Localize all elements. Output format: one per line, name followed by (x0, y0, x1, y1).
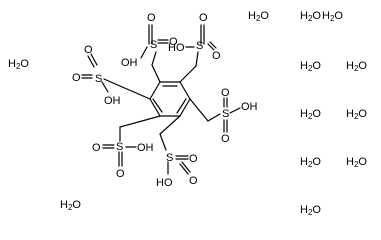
subscript: 2 (255, 14, 261, 23)
water-molecule: H2O (300, 108, 321, 121)
water-molecule: H2O (8, 58, 29, 71)
water-molecule: H2O (346, 108, 367, 121)
water-molecule: H2O (346, 60, 367, 73)
molecule-structure: S O O OH S O O HO S (72, 12, 258, 189)
hydrogen-symbol: H (300, 108, 308, 120)
subscript: 2 (353, 160, 359, 169)
oxygen-symbol: O (312, 60, 321, 72)
oxygen-symbol: O (358, 108, 367, 120)
hydroxyl-label: HO (156, 177, 173, 189)
hydrogen-symbol: H (300, 60, 308, 72)
sulfonyl-bottom-left: S O O OH (92, 115, 161, 180)
sulfur-label: S (116, 141, 123, 153)
subscript: 2 (67, 203, 73, 212)
structure-canvas: S O O OH S O O HO S (8, 10, 367, 217)
sulfonyl-bottom-right: S O O HO (156, 115, 198, 189)
water-molecule: H2O (248, 10, 269, 23)
sulfur-label: S (222, 108, 229, 120)
oxygen-label: O (72, 72, 81, 84)
oxygen-symbol: O (260, 10, 269, 22)
subscript: 2 (307, 160, 313, 169)
hydrogen-symbol: H (346, 60, 354, 72)
hydroxyl-label: HO (168, 42, 185, 54)
sulfonyl-right: S O O OH (189, 87, 258, 145)
water-molecule: H2O (322, 10, 343, 23)
water-molecule: H2O (60, 199, 81, 212)
sulfonyl-top-right: S O O HO (168, 12, 221, 83)
subscript: 2 (307, 208, 313, 217)
benzene-ring (149, 81, 191, 117)
hydrogen-symbol: H (248, 10, 256, 22)
hydrogen-symbol: H (346, 156, 354, 168)
hydroxyl-label: OH (104, 95, 121, 107)
oxygen-label: O (147, 12, 156, 24)
water-molecule: H2O (300, 10, 321, 23)
hydroxyl-label: OH (137, 142, 154, 154)
subscript: 2 (353, 112, 359, 121)
oxygen-symbol: O (358, 156, 367, 168)
hydroxyl-label: OH (121, 57, 138, 69)
oxygen-symbol: O (20, 58, 29, 70)
subscript: 2 (329, 14, 335, 23)
oxygen-label: O (116, 168, 125, 180)
oxygen-symbol: O (334, 10, 343, 22)
sulfur-label: S (166, 152, 173, 164)
subscript: 2 (15, 62, 21, 71)
oxygen-label: O (212, 50, 221, 62)
oxygen-label: O (189, 175, 198, 187)
sulfur-label: S (196, 40, 203, 52)
sulfur-label: S (95, 73, 102, 85)
oxygen-label: O (169, 36, 178, 48)
oxygen-symbol: O (312, 204, 321, 216)
oxygen-symbol: O (312, 108, 321, 120)
oxygen-label: O (221, 87, 230, 99)
subscript: 2 (307, 112, 313, 121)
oxygen-label: O (92, 142, 101, 154)
sulfonyl-left: S O O OH (72, 44, 151, 107)
oxygen-label: O (189, 153, 198, 165)
water-molecule: H2O (300, 60, 321, 73)
hydrogen-symbol: H (60, 199, 68, 211)
subscript: 2 (353, 64, 359, 73)
oxygen-label: O (84, 44, 93, 56)
hydrogen-symbol: H (300, 204, 308, 216)
sulfonyl-top-left: S O O OH (121, 12, 178, 83)
hydrogen-symbol: H (346, 108, 354, 120)
water-molecule: H2O (346, 156, 367, 169)
oxygen-symbol: O (312, 10, 321, 22)
sulfur-label: S (150, 39, 157, 51)
oxygen-symbol: O (72, 199, 81, 211)
water-molecule: H2O (300, 204, 321, 217)
hydroxyl-label: OH (241, 101, 258, 113)
water-molecule: H2O (300, 156, 321, 169)
hydrogen-symbol: H (300, 156, 308, 168)
oxygen-symbol: O (358, 60, 367, 72)
subscript: 2 (307, 64, 313, 73)
oxygen-label: O (221, 133, 230, 145)
oxygen-symbol: O (312, 156, 321, 168)
hydrogen-symbol: H (322, 10, 330, 22)
oxygen-label: O (199, 12, 208, 24)
subscript: 2 (307, 14, 313, 23)
hydrogen-symbol: H (8, 58, 16, 70)
hydrogen-symbol: H (300, 10, 308, 22)
